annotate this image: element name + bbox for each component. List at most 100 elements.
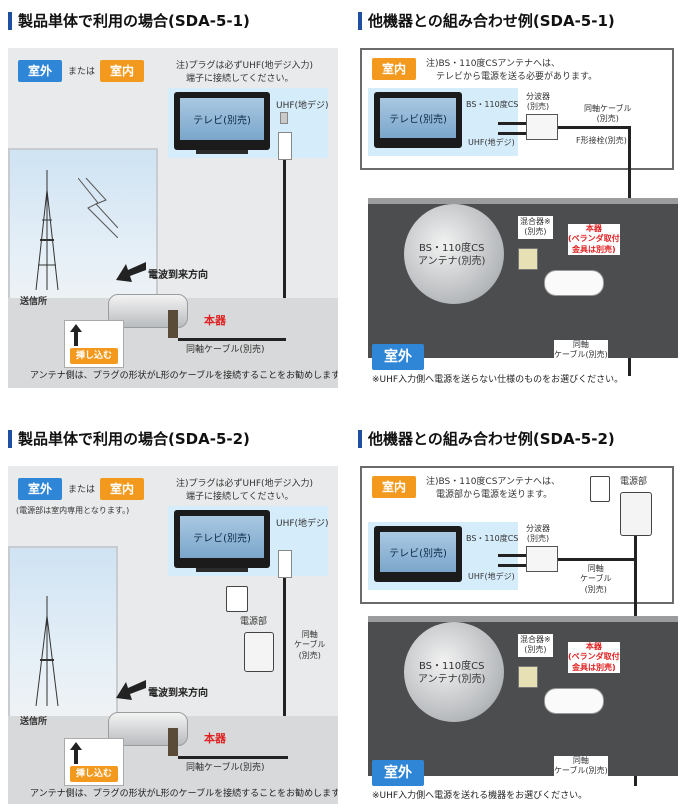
or-label: または xyxy=(68,485,96,495)
splitter xyxy=(526,114,558,140)
badge-outdoor: 室外 xyxy=(18,478,62,500)
tv-set: テレビ(別売) xyxy=(374,526,462,582)
badge-indoor: 室内 xyxy=(372,58,416,80)
fconn-label: F形接栓(別売) xyxy=(576,136,627,145)
mixer-label: 混合器※(別売) xyxy=(518,634,553,657)
signal-icon xyxy=(78,178,118,238)
section-title-sda-5-1-combo: 他機器との組み合わせ例(SDA-5-1) xyxy=(358,10,615,32)
badge-indoor: 室内 xyxy=(372,476,416,498)
tv-cable-2 xyxy=(498,132,526,135)
tv-cable-1 xyxy=(498,554,526,557)
splitter-label: 分波器(別売) xyxy=(526,524,550,544)
arrow-direction-icon xyxy=(116,680,146,700)
power-label: 電源部 xyxy=(620,477,648,487)
out-cable xyxy=(558,126,628,129)
uhf-label: UHF(地デジ) xyxy=(468,138,515,147)
cable-horizontal xyxy=(178,338,286,341)
tv-label: テレビ(別売) xyxy=(193,533,251,545)
diagram-sda-5-2-single: 室外 または 室内 (電源部は室内専用となります。) 注)プラグは必ずUHF(地… xyxy=(8,466,338,804)
coax-label-bottom: 同軸ケーブル(別売) xyxy=(554,340,608,361)
dish-antenna xyxy=(404,622,504,722)
plug-connector xyxy=(278,550,292,578)
badge-outdoor: 室外 xyxy=(18,60,62,82)
uhf-label: UHF(地デジ) xyxy=(276,519,329,529)
mixer-label: 混合器※(別売) xyxy=(518,216,553,239)
power-unit xyxy=(620,492,652,536)
unit-label: 本器(ベランダ取付金具は別売) xyxy=(568,224,620,256)
splitter-label: 分波器(別売) xyxy=(526,92,550,112)
outlet xyxy=(226,586,248,612)
tv-set: テレビ(別売) xyxy=(174,510,270,568)
note-line2: 電源部から電源を送ります。 xyxy=(436,490,553,500)
unit-label: 本器 xyxy=(204,732,226,745)
coax-cable xyxy=(283,138,286,338)
footer-note: アンテナ側は、プラグの形状がL形のケーブルを接続することをお勧めします。 xyxy=(30,789,338,799)
coax-label: 同軸ケーブル(別売) xyxy=(580,564,612,594)
note-line2: 端子に接続してください。 xyxy=(186,74,294,84)
sub-note: (電源部は室内専用となります。) xyxy=(16,506,130,515)
arrow-direction-icon xyxy=(116,262,146,282)
plug-connector xyxy=(278,132,292,160)
tv-stand xyxy=(196,150,248,154)
bs-cs-label: BS・110度CS xyxy=(466,100,519,109)
section-title-sda-5-2-combo: 他機器との組み合わせ例(SDA-5-2) xyxy=(358,428,615,450)
outlet xyxy=(590,476,610,502)
rail-top xyxy=(368,616,678,622)
mixer xyxy=(518,666,538,688)
direction-label: 電波到来方向 xyxy=(148,270,208,281)
antenna-stand xyxy=(168,310,178,338)
unit-antenna xyxy=(544,688,604,714)
coax-label-bottom: 同軸ケーブル(別売) xyxy=(554,756,608,777)
up-arrow-icon xyxy=(70,742,82,764)
up-arrow-icon xyxy=(70,324,82,346)
note-line1: 注)プラグは必ずUHF(地デジ入力) xyxy=(176,61,314,71)
tv-cable-1 xyxy=(498,122,526,125)
coax-label: 同軸ケーブル(別売) xyxy=(584,104,632,124)
tv-set: テレビ(別売) xyxy=(374,92,462,148)
coax-label: 同軸ケーブル(別売) xyxy=(294,630,326,660)
station-label: 送信所 xyxy=(20,717,48,727)
rail-top xyxy=(368,198,678,204)
diagram-sda-5-1-single: 室外 または 室内 注)プラグは必ずUHF(地デジ入力) 端子に接続してください… xyxy=(8,48,338,388)
tv-label: テレビ(別売) xyxy=(389,548,447,560)
tv-cable-2 xyxy=(498,564,526,567)
footer-note: ※UHF入力側へ電源を送れる機器をお選びください。 xyxy=(372,791,588,801)
badge-outdoor: 室外 xyxy=(372,344,424,370)
power-unit xyxy=(244,632,274,672)
or-label: または xyxy=(68,67,96,77)
note-line1: 注)BS・110度CSアンテナへは、 xyxy=(426,59,561,69)
antenna-stand xyxy=(168,728,178,756)
tv-stand xyxy=(196,568,248,572)
power-label: 電源部 xyxy=(240,617,268,627)
tv-set: テレビ(別売) xyxy=(174,92,270,150)
tower-icon xyxy=(35,596,59,706)
tower-icon xyxy=(35,170,59,290)
uhf-label: UHF(地デジ) xyxy=(276,101,329,111)
dish-antenna xyxy=(404,204,504,304)
note-line1: 注)BS・110度CSアンテナへは、 xyxy=(426,477,561,487)
unit-label: 本器 xyxy=(204,314,226,327)
badge-indoor: 室内 xyxy=(100,478,144,500)
diagram-sda-5-1-combo: 室内 注)BS・110度CSアンテナへは、 テレビから電源を送る必要があります。… xyxy=(358,48,678,388)
direction-label: 電波到来方向 xyxy=(148,688,208,699)
note-line2: 端子に接続してください。 xyxy=(186,492,294,502)
section-title-sda-5-1-single: 製品単体で利用の場合(SDA-5-1) xyxy=(8,10,250,32)
station-label: 送信所 xyxy=(20,297,48,307)
coax-bottom-label: 同軸ケーブル(別売) xyxy=(186,763,265,773)
insert-label: 挿し込む xyxy=(70,348,118,364)
insert-label: 挿し込む xyxy=(70,766,118,782)
plug xyxy=(280,112,288,124)
coax-label: 同軸ケーブル(別売) xyxy=(186,345,265,355)
note-line2: テレビから電源を送る必要があります。 xyxy=(436,72,598,82)
tv-label: テレビ(別売) xyxy=(389,114,447,126)
coax-cable xyxy=(283,578,286,738)
tv-label: テレビ(別売) xyxy=(193,115,251,127)
section-title-sda-5-2-single: 製品単体で利用の場合(SDA-5-2) xyxy=(8,428,250,450)
mixer xyxy=(518,248,538,270)
cable-horizontal xyxy=(178,756,288,759)
bs-cs-label: BS・110度CS xyxy=(466,534,519,543)
badge-indoor: 室内 xyxy=(100,60,144,82)
footer-note: アンテナ側は、プラグの形状がL形のケーブルを接続することをお勧めします。 xyxy=(30,371,338,381)
